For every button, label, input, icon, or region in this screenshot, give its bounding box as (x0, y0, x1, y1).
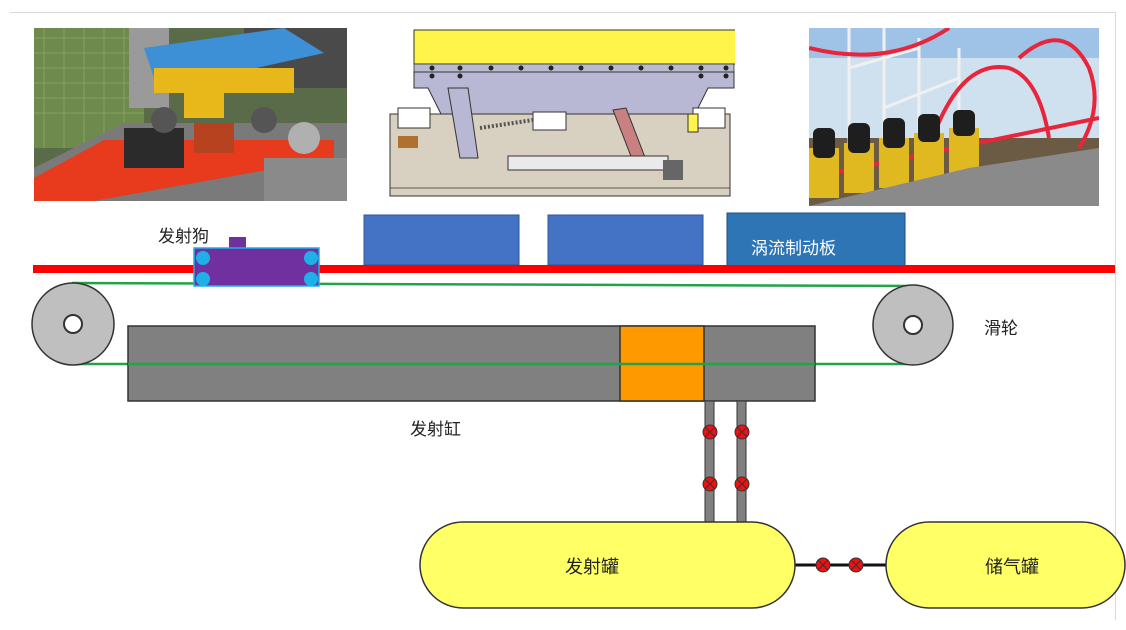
valve-icon (734, 476, 750, 492)
launch-mechanism-photo (34, 28, 347, 201)
launch-cylinder-label: 发射缸 (410, 420, 461, 440)
valve-icon (848, 557, 864, 573)
valve-icon (702, 424, 718, 440)
valve-icon (734, 424, 750, 440)
frame-top-border (10, 12, 1116, 13)
valve-icon (702, 476, 718, 492)
launch-dog-label: 发射狗 (158, 227, 209, 247)
storage-tank-label: 储气罐 (985, 557, 1039, 578)
launch-tank-label: 发射罐 (565, 557, 619, 578)
roller-coaster-photo (809, 28, 1099, 206)
pulley-label: 滑轮 (984, 319, 1018, 339)
launch-dog (193, 237, 320, 287)
brake-block-1 (363, 214, 520, 266)
pipe-left (704, 400, 715, 524)
launch-cylinder (127, 325, 816, 402)
frame-right-border (1115, 12, 1116, 620)
pulley-right (872, 284, 954, 366)
eddy-brake-label: 涡流制动板 (751, 239, 836, 259)
eddy-brake-block (726, 212, 906, 271)
launch-dog-cad-drawing (388, 28, 735, 197)
storage-tank (885, 521, 1126, 609)
launch-tank (419, 521, 796, 609)
brake-block-2 (547, 214, 704, 266)
pulley-left (31, 282, 115, 366)
track-rail (33, 265, 1115, 273)
valve-icon (815, 557, 831, 573)
pipe-right (736, 400, 747, 524)
